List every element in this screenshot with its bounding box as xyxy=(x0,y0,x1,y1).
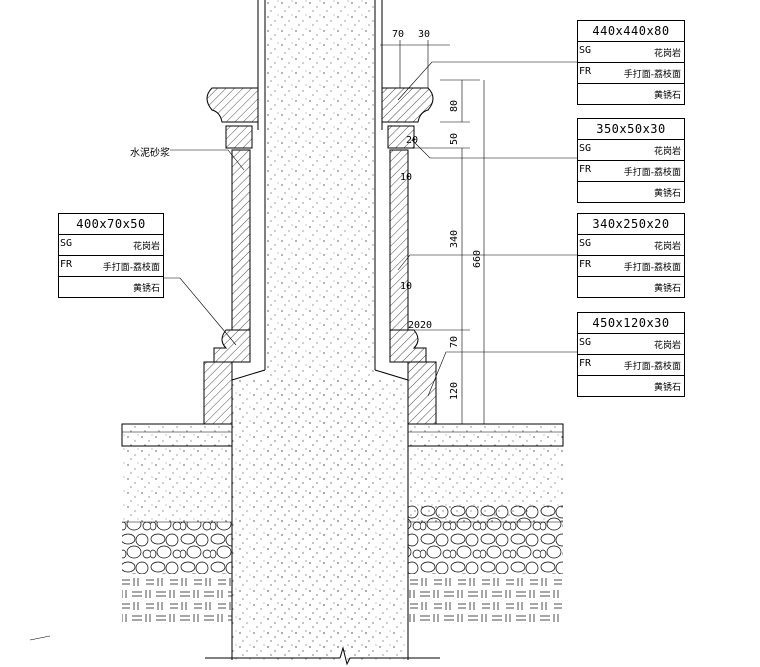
spec-size: 440x440x80 xyxy=(578,21,684,42)
earth-left xyxy=(122,578,232,626)
spec-code: SG xyxy=(60,238,73,249)
spec-row: 黄锈石 xyxy=(578,182,684,202)
moulding-left xyxy=(213,329,251,363)
dim-top-30: 30 xyxy=(418,29,431,40)
dim-10a: 10 xyxy=(400,172,413,183)
dim-70: 70 xyxy=(449,335,460,348)
spec-value: 花岗岩 xyxy=(653,242,681,252)
spec-row: 黄锈石 xyxy=(578,277,684,297)
spec-row: 黄锈石 xyxy=(578,376,684,396)
spec-value: 手打面-荔枝面 xyxy=(623,362,681,372)
neck-left xyxy=(225,125,253,149)
spec-row: FR 手打面-荔枝面 xyxy=(578,256,684,277)
dim-660: 660 xyxy=(472,249,483,268)
paving-right xyxy=(407,423,564,447)
spec-box-neck: 350x50x30 SG 花岗岩 FR 手打面-荔枝面 黄锈石 xyxy=(577,118,685,203)
spec-code: SG xyxy=(579,143,592,154)
spec-size: 450x120x30 xyxy=(578,313,684,334)
cap-left xyxy=(206,87,259,123)
spec-code: FR xyxy=(60,259,73,270)
dim-top-70: 70 xyxy=(392,29,405,40)
spec-row: SG 花岗岩 xyxy=(59,235,163,256)
spec-value: 黄锈石 xyxy=(653,91,681,101)
paving-left xyxy=(121,423,233,447)
dim-340: 340 xyxy=(449,229,460,248)
spec-box-plinth: 450x120x30 SG 花岗岩 FR 手打面-荔枝面 黄锈石 xyxy=(577,312,685,397)
spec-code: FR xyxy=(579,66,592,77)
spec-row: SG 花岗岩 xyxy=(578,140,684,161)
spec-value: 黄锈石 xyxy=(653,383,681,393)
dim-80: 80 xyxy=(449,99,460,112)
dim-10b: 10 xyxy=(400,281,413,292)
spec-value: 花岗岩 xyxy=(653,341,681,351)
spec-row: SG 花岗岩 xyxy=(578,334,684,355)
spec-value: 手打面-荔枝面 xyxy=(623,263,681,273)
callout-mortar: 水泥砂浆 xyxy=(130,148,170,159)
spec-box-cap: 440x440x80 SG 花岗岩 FR 手打面-荔枝面 黄锈石 xyxy=(577,20,685,105)
spec-size: 350x50x30 xyxy=(578,119,684,140)
dim-2020: 2020 xyxy=(408,320,433,331)
dim-20a: 20 xyxy=(406,135,419,146)
plinth-right xyxy=(407,361,437,425)
plinth-left xyxy=(203,361,233,425)
spec-value: 黄锈石 xyxy=(132,284,160,294)
spec-row: 黄锈石 xyxy=(578,84,684,104)
spec-size: 340x250x20 xyxy=(578,214,684,235)
concrete-core-lower xyxy=(232,380,408,660)
spec-size: 400x70x50 xyxy=(59,214,163,235)
spec-row: FR 手打面-荔枝面 xyxy=(578,355,684,376)
spec-row: FR 手打面-荔枝面 xyxy=(59,256,163,277)
spec-code: SG xyxy=(579,45,592,56)
spec-row: SG 花岗岩 xyxy=(578,235,684,256)
spec-row: 黄锈石 xyxy=(59,277,163,297)
spec-code: SG xyxy=(579,238,592,249)
spec-value: 手打面-荔枝面 xyxy=(623,70,681,80)
moulding-right xyxy=(389,329,427,363)
gravel-left xyxy=(122,522,232,574)
spec-code: FR xyxy=(579,259,592,270)
base-left xyxy=(122,446,232,522)
spec-row: FR 手打面-荔枝面 xyxy=(578,63,684,84)
cap-right xyxy=(381,87,434,123)
spec-code: FR xyxy=(579,358,592,369)
dim-50: 50 xyxy=(449,132,460,145)
facing-left xyxy=(231,149,251,331)
earth-right xyxy=(408,578,563,626)
spec-box-moulding: 400x70x50 SG 花岗岩 FR 手打面-荔枝面 黄锈石 xyxy=(58,213,164,298)
spec-code: FR xyxy=(579,164,592,175)
spec-value: 黄锈石 xyxy=(653,284,681,294)
spec-value: 手打面-荔枝面 xyxy=(102,263,160,273)
spec-value: 黄锈石 xyxy=(653,189,681,199)
gravel-right xyxy=(408,505,563,574)
spec-value: 手打面-荔枝面 xyxy=(623,168,681,178)
spec-value: 花岗岩 xyxy=(653,147,681,157)
spec-box-facing: 340x250x20 SG 花岗岩 FR 手打面-荔枝面 黄锈石 xyxy=(577,213,685,298)
spec-code: SG xyxy=(579,337,592,348)
spec-row: SG 花岗岩 xyxy=(578,42,684,63)
spec-value: 花岗岩 xyxy=(132,242,160,252)
spec-row: FR 手打面-荔枝面 xyxy=(578,161,684,182)
spec-value: 花岗岩 xyxy=(653,49,681,59)
dim-120: 120 xyxy=(449,381,460,400)
